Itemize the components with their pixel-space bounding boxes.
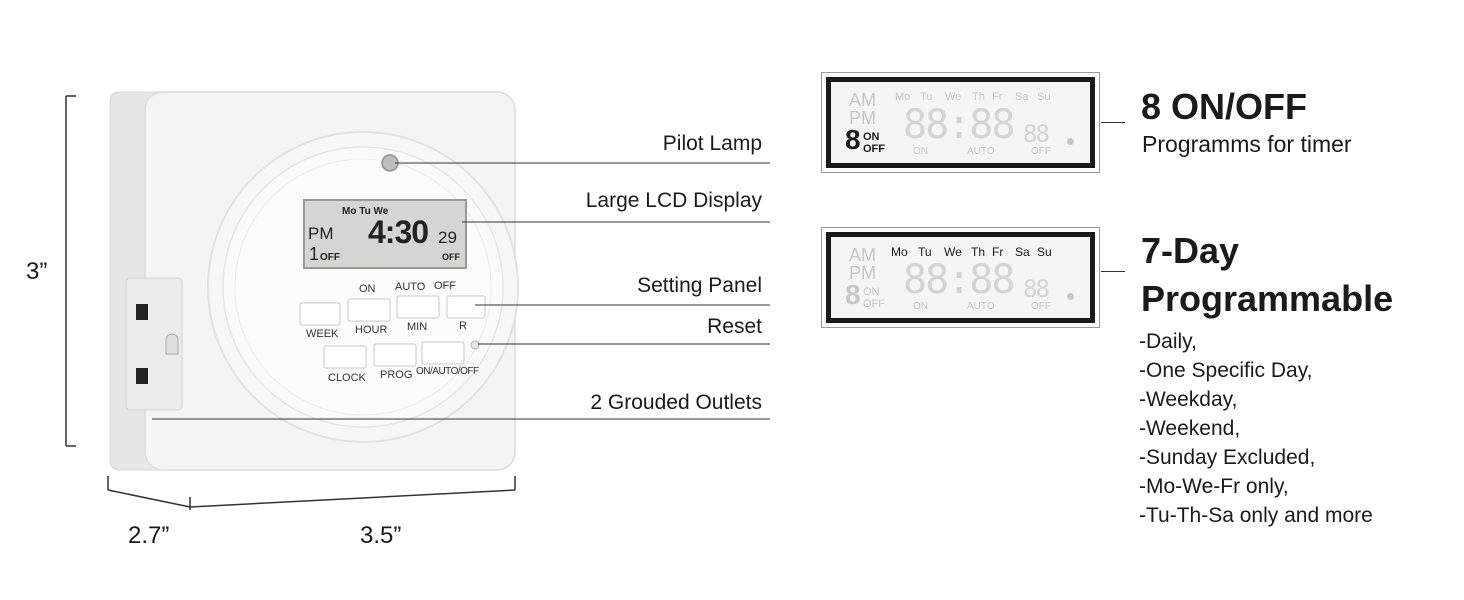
lcd2-day-sa: Sa [1015,245,1030,259]
lcd2-program-digit: 8 [845,279,861,310]
list-item: -Weekday, [1139,388,1238,411]
lcd2-bottom-off: OFF [1031,301,1051,312]
callout-lines [152,162,770,420]
hour-button-label: HOUR [355,324,388,336]
lcd1-digits: 88:88 [903,102,1015,148]
device-lcd-program: 1 [309,244,320,264]
lcd2-day-we: We [944,245,962,259]
lcd2-day-tu: Tu [918,245,932,259]
lcd1-bottom-on: ON [913,146,928,157]
lcd1-dot [1067,138,1074,145]
depth-dimension: 2.7” [128,522,170,549]
list-item: -Mo-We-Fr only, [1139,475,1289,498]
lcd1-small-digits: 88 [1023,120,1050,148]
callout-pilot-lamp: Pilot Lamp [662,132,762,155]
label-on: ON [359,283,376,295]
lcd1-bottom-auto: AUTO [967,146,995,157]
prog-button-label: PROG [380,369,413,381]
label-off: OFF [434,280,456,292]
lcd1-day-sa: Sa [1015,91,1029,103]
height-dimension: 3” [26,258,48,285]
lcd1-on: ON [863,131,880,143]
lcd2-day-fr: Fr [992,245,1004,259]
lcd1-day-we: We [945,91,962,103]
min-button-label: MIN [407,321,428,333]
lcd2-pm: PM [849,263,876,283]
feature-programs-title: 8 ON/OFF [1141,86,1308,127]
lcd2-bottom-auto: AUTO [967,301,995,312]
label-auto: AUTO [395,281,426,293]
lcd1-off: OFF [863,143,885,155]
device-lcd-seconds: 29 [438,228,457,247]
lcd1-program-digit: 8 [845,124,861,155]
lcd1-day-su: Su [1037,91,1051,103]
callout-setting-panel: Setting Panel [637,274,762,297]
lcd1-day-tu: Tu [920,91,933,103]
feature-days-title-line2: Programmable [1141,278,1394,319]
lcd1-pm: PM [849,108,876,128]
list-item: -Sunday Excluded, [1139,446,1316,469]
device-lcd-state: OFF [320,252,340,263]
lcd2-digits: 88:88 [903,257,1015,303]
device-lcd-time: 4:30 [368,214,429,250]
device-lcd-mode: OFF [442,252,460,262]
width-dimension: 3.5” [360,522,402,549]
lcd2-am: AM [849,245,876,265]
list-item: -Daily, [1139,330,1197,353]
callout-reset: Reset [707,315,762,338]
feature-days-title-line1: 7-Day [1141,230,1240,271]
list-item: -Tu-Th-Sa only and more [1139,504,1373,527]
week-button-label: WEEK [306,328,339,340]
lcd2-bottom-on: ON [913,301,928,312]
lcd2-off: OFF [863,298,885,310]
list-item: -Weekend, [1139,417,1241,440]
lcd1-day-mo: Mo [895,91,911,103]
timer-device [109,91,519,471]
r-button-label: R [459,320,467,332]
lcd2-day-th: Th [971,245,986,259]
callout-outlets: 2 Grouded Outlets [590,391,762,414]
program-options-list: -Daily, -One Specific Day, -Weekday, -We… [1139,327,1373,530]
on-auto-off-button-label: ON/AUTO/OFF [416,366,479,377]
lcd2-on: ON [863,286,880,298]
clock-button-label: CLOCK [328,372,366,384]
device-lcd-period: PM [308,224,334,243]
feature-programs-subtitle: Programms for timer [1142,131,1352,157]
lcd1-day-fr: Fr [992,91,1003,103]
lcd2-day-su: Su [1037,245,1052,259]
lcd-panel-programs: AM PM Mo Tu We Th Fr Sa Su 88:88 88 8 ON… [821,72,1100,173]
lcd-panel-days: AM PM Mo Tu We Th Fr Sa Su 88:88 88 8 ON… [821,227,1100,328]
lcd1-am: AM [849,90,876,110]
connector-line-2 [1101,271,1125,272]
lcd2-small-digits: 88 [1023,275,1050,303]
lcd1-bottom-off: OFF [1031,146,1051,157]
callout-lcd-display: Large LCD Display [585,189,762,212]
lcd2-day-mo: Mo [891,245,908,259]
device-lcd-days: Mo Tu We [342,206,389,217]
lcd2-dot [1067,293,1074,300]
list-item: -One Specific Day, [1139,359,1313,382]
lcd1-day-th: Th [972,91,985,103]
connector-line-1 [1101,122,1125,123]
